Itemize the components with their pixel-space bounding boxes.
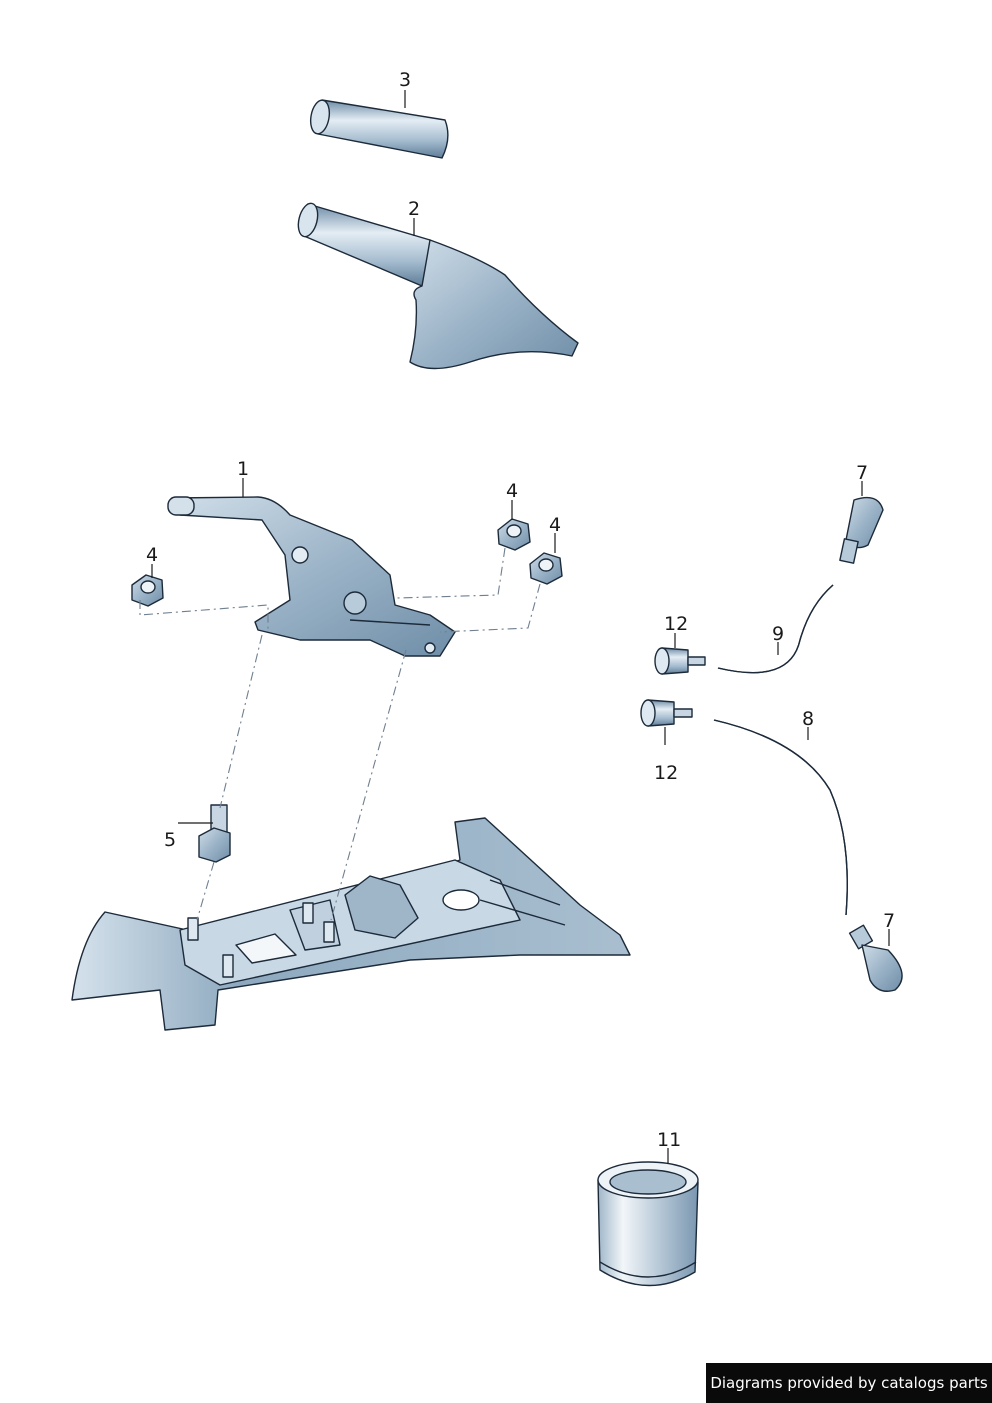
callout-2: 2 <box>408 198 420 220</box>
part-5-stud-bolt <box>198 804 231 863</box>
callout-leaders <box>151 90 890 1164</box>
part-7-connector-top <box>839 496 884 564</box>
part-3-handle-grip <box>309 99 449 159</box>
callout-9: 9 <box>772 623 784 645</box>
callout-7-bottom: 7 <box>883 910 895 932</box>
callout-7-top: 7 <box>856 462 868 484</box>
callout-4-left: 4 <box>146 544 158 566</box>
callout-12-top: 12 <box>664 613 688 635</box>
part-8-hose-long <box>713 719 848 916</box>
callout-8: 8 <box>802 708 814 730</box>
watermark-banner: Diagrams provided by catalogs parts <box>706 1363 992 1403</box>
part-4-nut-left <box>131 574 164 607</box>
callout-4-right: 4 <box>549 514 561 536</box>
part-7-connector-bottom <box>848 924 903 992</box>
part-2-handle-boot <box>297 202 579 370</box>
part-1-brake-lever <box>167 496 456 657</box>
callout-labels: 3 2 1 4 4 4 5 7 7 8 9 11 12 12 <box>146 69 895 1151</box>
callout-1: 1 <box>237 458 249 480</box>
callout-12-bottom: 12 <box>654 762 678 784</box>
callout-5: 5 <box>164 829 176 851</box>
part-11-bushing <box>597 1161 699 1287</box>
part-12-cap-top <box>654 647 706 675</box>
callout-11: 11 <box>657 1129 681 1151</box>
callout-4-middle: 4 <box>506 480 518 502</box>
part-4-nut-middle <box>497 518 531 551</box>
part-12-cap-bottom <box>640 699 693 727</box>
part-4-nut-right <box>529 552 563 585</box>
vehicle-floor-tunnel <box>71 817 631 1031</box>
assembly-guide-lines <box>139 547 541 921</box>
callout-3: 3 <box>399 69 411 91</box>
